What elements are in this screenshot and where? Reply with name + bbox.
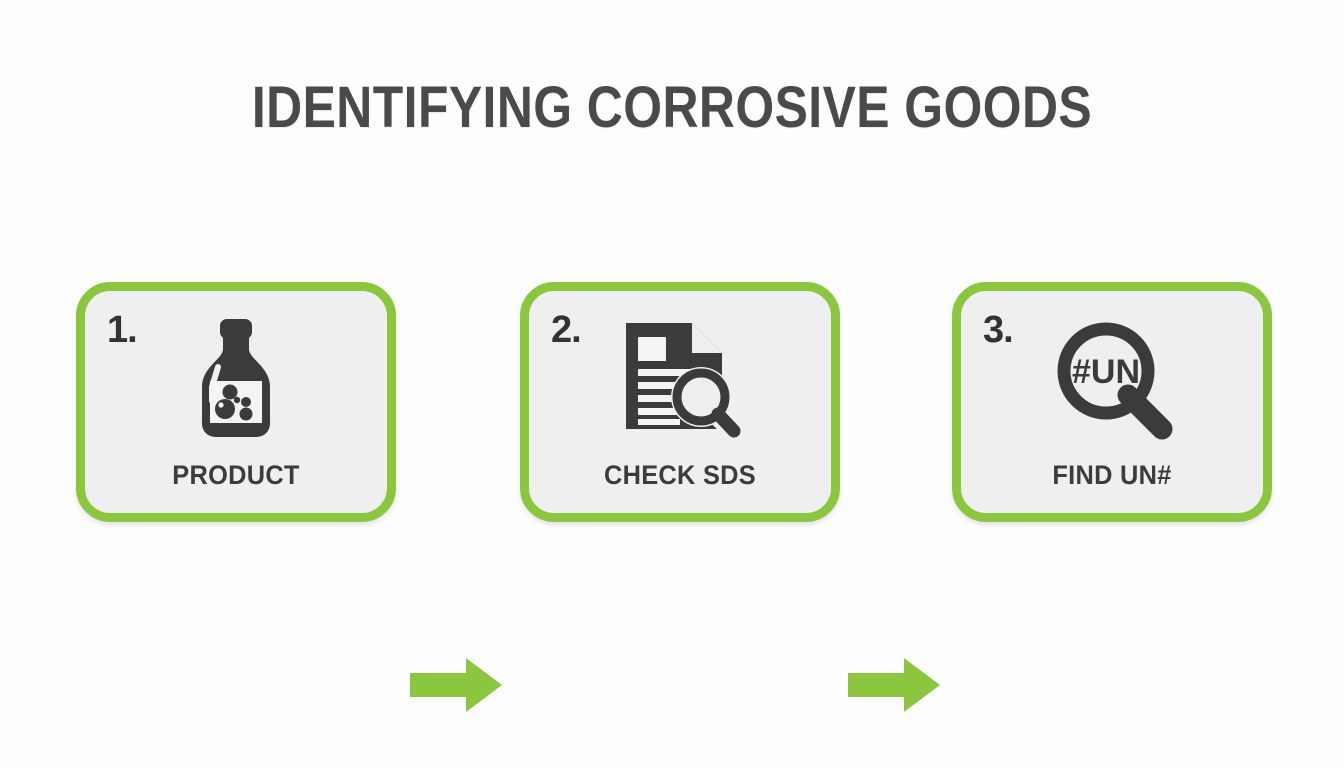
bottle-icon xyxy=(85,315,387,441)
document-search-icon xyxy=(529,315,831,441)
step-label: FIND UN# xyxy=(1052,460,1172,490)
arrow-right-2-icon xyxy=(848,656,940,714)
step-number: 3. xyxy=(983,309,1014,351)
magnifier-un-text: #UN xyxy=(1072,353,1140,391)
step-number: 1. xyxy=(107,309,138,351)
step-card-product[interactable]: 1. xyxy=(76,282,396,522)
arrow-right-1-icon xyxy=(410,656,502,714)
process-flow: 1. xyxy=(0,282,1344,712)
step-number: 2. xyxy=(551,309,582,351)
step-label: CHECK SDS xyxy=(603,460,757,490)
page-title: IDENTIFYING CORROSIVE GOODS xyxy=(251,75,1093,140)
step-card-find-un[interactable]: 3. #UN FIND UN# xyxy=(952,282,1272,522)
step-card-check-sds[interactable]: 2. xyxy=(520,282,840,522)
magnifier-un-icon: #UN xyxy=(961,315,1263,441)
step-label: PRODUCT xyxy=(172,460,300,490)
